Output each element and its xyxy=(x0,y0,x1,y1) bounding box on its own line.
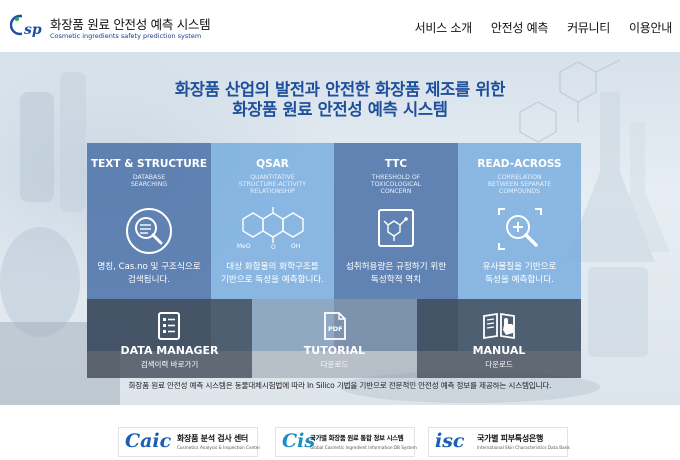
tile-subtitle-line1: DATABASE xyxy=(132,174,166,181)
nav-usage-guide[interactable]: 이용안내 xyxy=(629,21,672,35)
tile-subtitle-line1: QUANTITATIVE xyxy=(250,174,295,181)
tile-title: READ-ACROSS xyxy=(477,158,562,170)
partner-name: 국가별 피부특성은행 xyxy=(477,434,544,443)
partner-name: 화장품 분석 검사 센터 xyxy=(177,434,248,443)
tile-subtitle-line3: CONCERN xyxy=(380,188,412,195)
header: sp 화장품 원료 안전성 예측 시스템 Cosmetic ingredient… xyxy=(0,0,680,52)
tile-description-line1: 유사물질을 기반으로 xyxy=(482,262,557,272)
tile-subtitle: 검색이력 바로가기 xyxy=(140,360,199,369)
partner-subtitle: Global Cosmetic Ingredient Information D… xyxy=(310,445,417,450)
search-document-icon xyxy=(126,208,172,254)
nav-safety-prediction[interactable]: 안전성 예측 xyxy=(490,21,549,35)
tile-subtitle-line2: STRUCTURE-ACTIVITY xyxy=(238,181,307,188)
tile-description-line2: 기반으로 독성을 예측합니다. xyxy=(220,275,325,285)
tile-title: TTC xyxy=(384,158,408,170)
tile-data-manager[interactable]: DATA MANAGER 검색이력 바로가기 xyxy=(87,299,252,378)
tile-subtitle: 다운로드 xyxy=(485,360,513,369)
tile-subtitle-line3: COMPOUNDS xyxy=(499,188,540,195)
partner-subtitle: International Skin Characteristics Data … xyxy=(477,445,570,450)
tile-subtitle-line1: CORRELATION xyxy=(497,174,542,181)
tile-title: TUTORIAL xyxy=(303,344,366,357)
tile-description-line2: 독성을 예측합니다. xyxy=(485,275,554,285)
csp-logo-icon: sp xyxy=(10,14,42,38)
partner-cis[interactable]: Cis 국가별 화장품 원료 통합 정보 시스템 Global Cosmetic… xyxy=(275,427,417,457)
tile-title: MANUAL xyxy=(472,344,526,357)
tile-subtitle-line1: THRESHOLD OF xyxy=(371,174,421,181)
main-nav: 서비스 소개 안전성 예측 커뮤니티 이용안내 xyxy=(396,19,673,36)
nav-community[interactable]: 커뮤니티 xyxy=(567,21,611,35)
tile-description-line2: 독성학적 역치 xyxy=(370,275,422,285)
molecule-label-meo: MeO xyxy=(237,243,251,250)
tile-description-line1: 대상 화합물의 화학구조를 xyxy=(226,262,319,272)
service-description: 화장품 원료 안전성 예측 시스템은 동물대체시험법에 따라 In Silico… xyxy=(128,381,552,390)
tile-title: QSAR xyxy=(256,158,289,170)
manual-book-icon xyxy=(483,312,515,340)
structure-box-icon xyxy=(378,209,414,247)
isc-logo: isc xyxy=(435,430,465,452)
pdf-icon: PDF xyxy=(324,312,346,340)
hero-title-line2: 화장품 원료 안전성 예측 시스템 xyxy=(232,100,448,119)
partner-name: 국가별 화장품 원료 통합 정보 시스템 xyxy=(310,434,404,442)
tile-subtitle-line2: SEARCHING xyxy=(130,181,168,188)
tile-manual[interactable]: MANUAL 다운로드 xyxy=(417,299,581,378)
molecule-label-oh: OH xyxy=(291,243,300,250)
cis-logo: Cis xyxy=(282,430,316,452)
tile-subtitle-line2: TOXICOLOGICAL xyxy=(370,181,422,188)
magnify-plus-icon xyxy=(498,208,542,250)
partner-links: Caic 화장품 분석 검사 센터 Cosmetics Analysis & I… xyxy=(0,405,680,460)
data-list-icon xyxy=(158,312,180,340)
tile-description-line2: 검색됩니다. xyxy=(127,275,171,285)
svg-text:sp: sp xyxy=(24,22,42,38)
tile-title: DATA MANAGER xyxy=(120,344,219,357)
logo-title: 화장품 원료 안전성 예측 시스템 xyxy=(50,17,211,32)
partner-isc[interactable]: isc 국가별 피부특성은행 International Skin Charac… xyxy=(428,427,570,457)
tile-subtitle: 다운로드 xyxy=(320,360,349,369)
logo-subtitle: Cosmetic ingredients safety prediction s… xyxy=(50,32,202,40)
tile-subtitle-line3: RELATIONSHIP xyxy=(250,188,295,195)
nav-service-intro[interactable]: 서비스 소개 xyxy=(414,21,473,35)
partner-caic[interactable]: Caic 화장품 분석 검사 센터 Cosmetics Analysis & I… xyxy=(118,427,261,457)
tile-subtitle-line2: BETWEEN SEPARATE xyxy=(487,181,552,188)
partner-subtitle: Cosmetics Analysis & Inspection Center xyxy=(177,445,261,450)
site-logo[interactable]: sp 화장품 원료 안전성 예측 시스템 Cosmetic ingredient… xyxy=(10,10,211,44)
molecule-label-o: O xyxy=(271,244,276,251)
tile-title: TEXT & STRUCTURE xyxy=(90,158,208,170)
caic-logo: Caic xyxy=(125,430,172,452)
molecule-icon: MeO O OH xyxy=(237,207,304,251)
pdf-icon-label: PDF xyxy=(328,325,343,333)
tile-description-line1: 섭취허용량은 규정하기 위한 xyxy=(345,262,447,272)
hero-title-line1: 화장품 산업의 발전과 안전한 화장품 제조를 위한 xyxy=(174,80,506,99)
tile-description-line1: 명칭, Cas.no 및 구조식으로 xyxy=(97,262,201,272)
tile-tutorial[interactable]: PDF TUTORIAL 다운로드 xyxy=(252,299,417,378)
